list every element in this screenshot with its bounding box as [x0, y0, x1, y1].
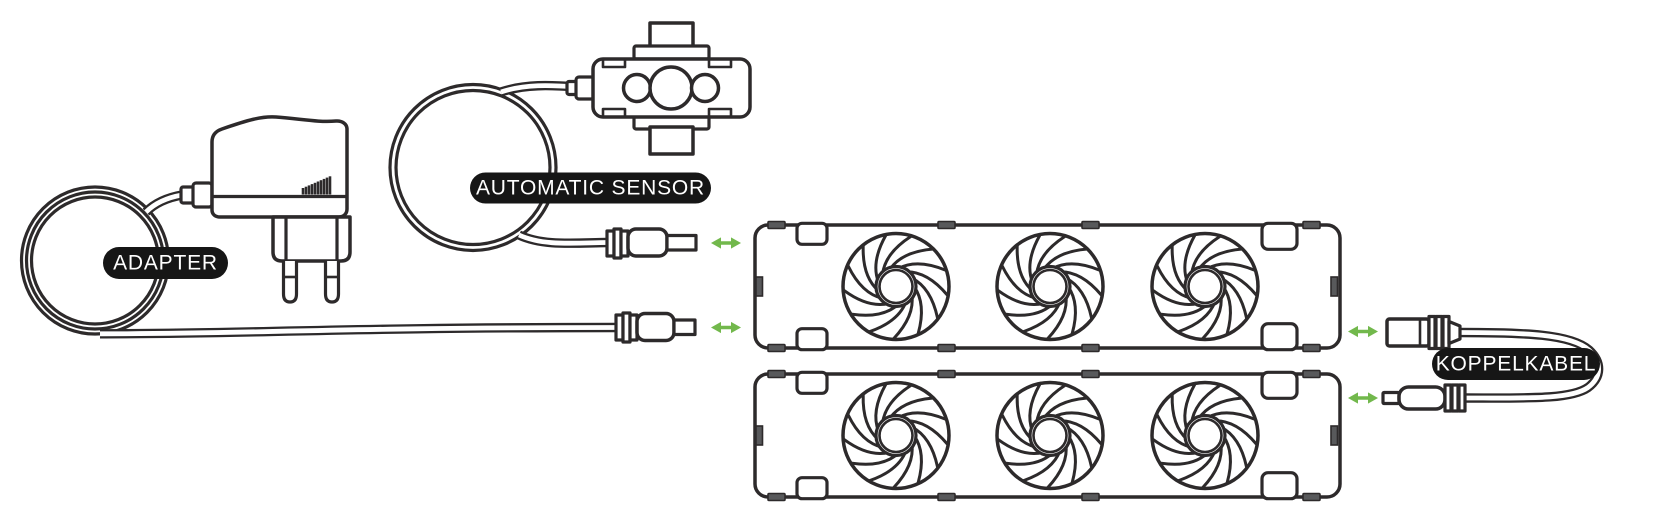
sensor-lens-left-icon [621, 72, 653, 104]
fan-icon [1150, 231, 1260, 342]
clip-tab [1081, 492, 1100, 502]
sensor-dc-plug [605, 227, 698, 260]
clip-tab [937, 343, 956, 353]
connection-arrow-icon [709, 320, 743, 335]
clip-tab [1302, 369, 1321, 379]
koppelkabel-label: KOPPELKABEL [1432, 348, 1600, 380]
sensor-coiled-cable [388, 80, 608, 253]
side-connector-tab [1330, 276, 1339, 297]
clip-tab [1302, 343, 1321, 353]
connection-arrow-icon [709, 235, 743, 251]
mount-notch [1260, 370, 1299, 400]
clip-tab [767, 492, 786, 502]
adapter-cable-stub [179, 181, 214, 209]
adapter-dc-plug [614, 311, 697, 344]
side-connector-tab [755, 276, 764, 297]
clip-tab [767, 343, 786, 353]
clip-tab [1081, 343, 1100, 353]
side-connector-tab [755, 425, 764, 446]
fan-icon [1150, 380, 1260, 491]
mount-notch [795, 221, 829, 246]
fan-units-group [753, 220, 1342, 502]
sensor-lens-center-icon [648, 65, 694, 111]
clip-tab [1302, 220, 1321, 230]
koppelkabel-female-jack [1385, 314, 1462, 351]
clip-tab [937, 492, 956, 502]
clip-tab [1081, 369, 1100, 379]
sensor-lens-right-icon [689, 72, 721, 104]
mount-notch [795, 327, 829, 352]
clip-tab [767, 220, 786, 230]
koppelkabel-group [1381, 314, 1604, 413]
clip-tab [1081, 220, 1100, 230]
fan-icon [995, 231, 1105, 342]
mount-notch [1260, 221, 1299, 251]
adapter-label: ADAPTER [103, 247, 228, 279]
vent-lines-icon [301, 176, 332, 195]
clip-tab [1302, 492, 1321, 502]
wall-plug-body [210, 115, 352, 304]
adapter-label-text: ADAPTER [113, 252, 218, 275]
fan-unit-2 [753, 369, 1342, 502]
fan-unit-1 [753, 220, 1342, 353]
adapter-coiled-cable [19, 185, 617, 339]
plug-prongs [281, 261, 341, 304]
connection-arrow-icon [1346, 390, 1380, 406]
mount-notch [1260, 322, 1299, 352]
sensor-cable-stub [565, 75, 596, 101]
sensor-group [388, 21, 752, 260]
fan-icon [841, 380, 951, 491]
clip-tab [937, 220, 956, 230]
mount-notch [795, 476, 829, 501]
automatic-sensor-label: AUTOMATIC SENSOR [470, 172, 711, 204]
koppelkabel-male-plug [1381, 383, 1467, 413]
koppelkabel-label-text: KOPPELKABEL [1436, 353, 1597, 376]
fan-icon [995, 380, 1105, 491]
sensor-body [591, 21, 752, 156]
clip-tab [937, 369, 956, 379]
labels-group: ADAPTER AUTOMATIC SENSOR KOPPELKABEL [103, 172, 1600, 380]
connection-arrow-icon [1346, 324, 1380, 339]
mount-notch [795, 370, 829, 395]
side-connector-tab [1330, 425, 1339, 446]
mount-notch [1260, 471, 1299, 501]
fan-icon [841, 231, 951, 342]
automatic-sensor-label-text: AUTOMATIC SENSOR [476, 177, 705, 200]
clip-tab [767, 369, 786, 379]
adapter-group [19, 115, 697, 344]
